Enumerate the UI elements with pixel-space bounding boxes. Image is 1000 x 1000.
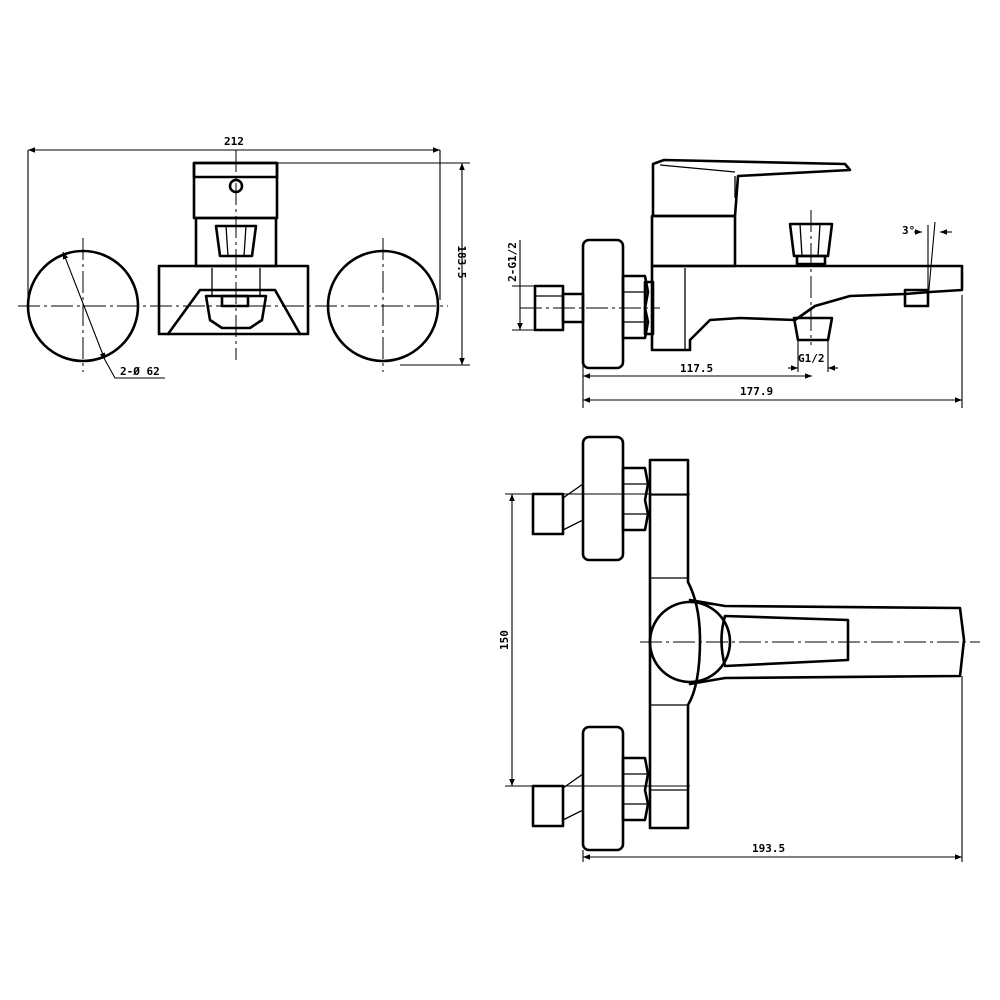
dim-212: 212 <box>224 135 244 148</box>
side-spout <box>650 264 964 352</box>
dim-spout-angle: 3° <box>902 224 915 237</box>
top-body <box>648 458 702 830</box>
side-flange <box>581 238 625 370</box>
dim-117-5: 117.5 <box>680 362 713 375</box>
top-flange-lower <box>581 725 625 852</box>
top-inlet-lower <box>531 784 565 828</box>
dim-177-9: 177.9 <box>740 385 773 398</box>
dim-outlet-thread: G1/2 <box>798 352 825 365</box>
mixer-body <box>157 264 310 336</box>
dim-183-5: 183.5 <box>455 245 468 278</box>
dim-flange-diameter: 2-Ø 62 <box>120 365 160 378</box>
front-view <box>18 150 448 372</box>
dim-inlet-thread: 2-G1/2 <box>506 242 519 282</box>
top-inlet-upper <box>531 492 565 536</box>
side-cartridge-housing <box>650 214 737 268</box>
front-dimensions: 212 183.5 2-Ø 62 <box>27 135 470 379</box>
dim-193-5: 193.5 <box>752 842 785 855</box>
top-view <box>531 435 980 852</box>
side-view <box>520 158 964 370</box>
side-handle-lever <box>651 158 852 218</box>
top-flange-upper <box>581 435 625 562</box>
dim-150: 150 <box>498 630 511 650</box>
top-dimensions: 150 193.5 <box>498 493 963 862</box>
side-dimensions: 2-G1/2 3° 117.5 G1/2 177.9 <box>506 224 963 408</box>
